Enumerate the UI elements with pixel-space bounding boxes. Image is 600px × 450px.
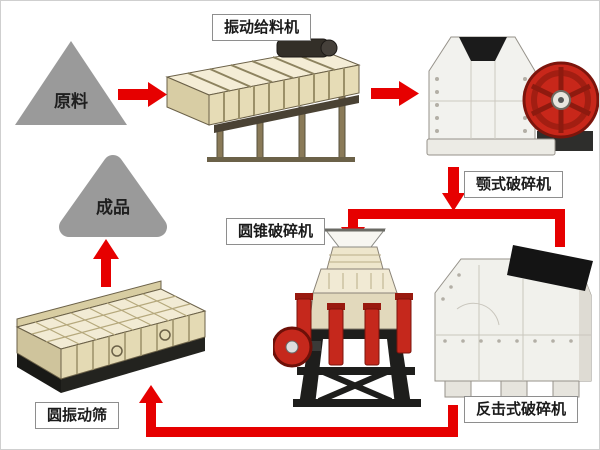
label-impact-crusher: 反击式破碎机 bbox=[464, 396, 579, 423]
vibrating-feeder-image bbox=[165, 38, 361, 162]
label-cone-crusher-text: 圆锥破碎机 bbox=[238, 223, 314, 240]
impact-crusher-image bbox=[434, 245, 593, 398]
impact-crusher-body bbox=[434, 245, 593, 382]
label-vibrating-screen: 圆振动筛 bbox=[35, 402, 120, 429]
label-cone-crusher: 圆锥破碎机 bbox=[226, 218, 326, 245]
feeder-front-slats bbox=[223, 68, 345, 122]
screen-body bbox=[15, 280, 207, 380]
screen-mesh bbox=[31, 293, 191, 345]
label-vibrating-screen-text: 圆振动筛 bbox=[47, 407, 108, 424]
label-vibrating-feeder-text: 振动给料机 bbox=[224, 19, 300, 36]
raw-material-pile: 原料 bbox=[15, 41, 127, 125]
cone-crusher-stand bbox=[293, 329, 421, 407]
raw-material-text: 原料 bbox=[54, 91, 88, 111]
arrow-screen-to-product bbox=[93, 239, 119, 287]
feeder-body bbox=[165, 48, 361, 133]
arrow-feeder-to-jaw bbox=[371, 81, 419, 106]
cone-crusher-pulley bbox=[273, 326, 321, 368]
finished-product-pile: 成品 bbox=[59, 155, 167, 237]
arrow-raw-to-feeder bbox=[118, 82, 167, 107]
label-vibrating-feeder: 振动给料机 bbox=[212, 14, 312, 41]
arrow-jaw-down bbox=[442, 167, 465, 211]
screen-front-ribs bbox=[76, 315, 190, 374]
cone-crusher-image bbox=[273, 228, 421, 407]
feeder-motor bbox=[276, 38, 338, 58]
connector-crushers-to-screen bbox=[139, 385, 458, 437]
screen-base bbox=[17, 337, 205, 393]
label-jaw-crusher: 颚式破碎机 bbox=[464, 171, 564, 198]
impact-crusher-feet bbox=[444, 380, 580, 398]
jaw-crusher-image bbox=[426, 36, 599, 156]
label-impact-crusher-text: 反击式破碎机 bbox=[476, 401, 567, 418]
label-jaw-crusher-text: 颚式破碎机 bbox=[476, 176, 552, 193]
jaw-crusher-flywheel bbox=[522, 61, 599, 139]
finished-product-text: 成品 bbox=[96, 197, 130, 217]
impact-crusher-bolts bbox=[441, 273, 573, 343]
vibrating-screen-image bbox=[15, 280, 207, 393]
